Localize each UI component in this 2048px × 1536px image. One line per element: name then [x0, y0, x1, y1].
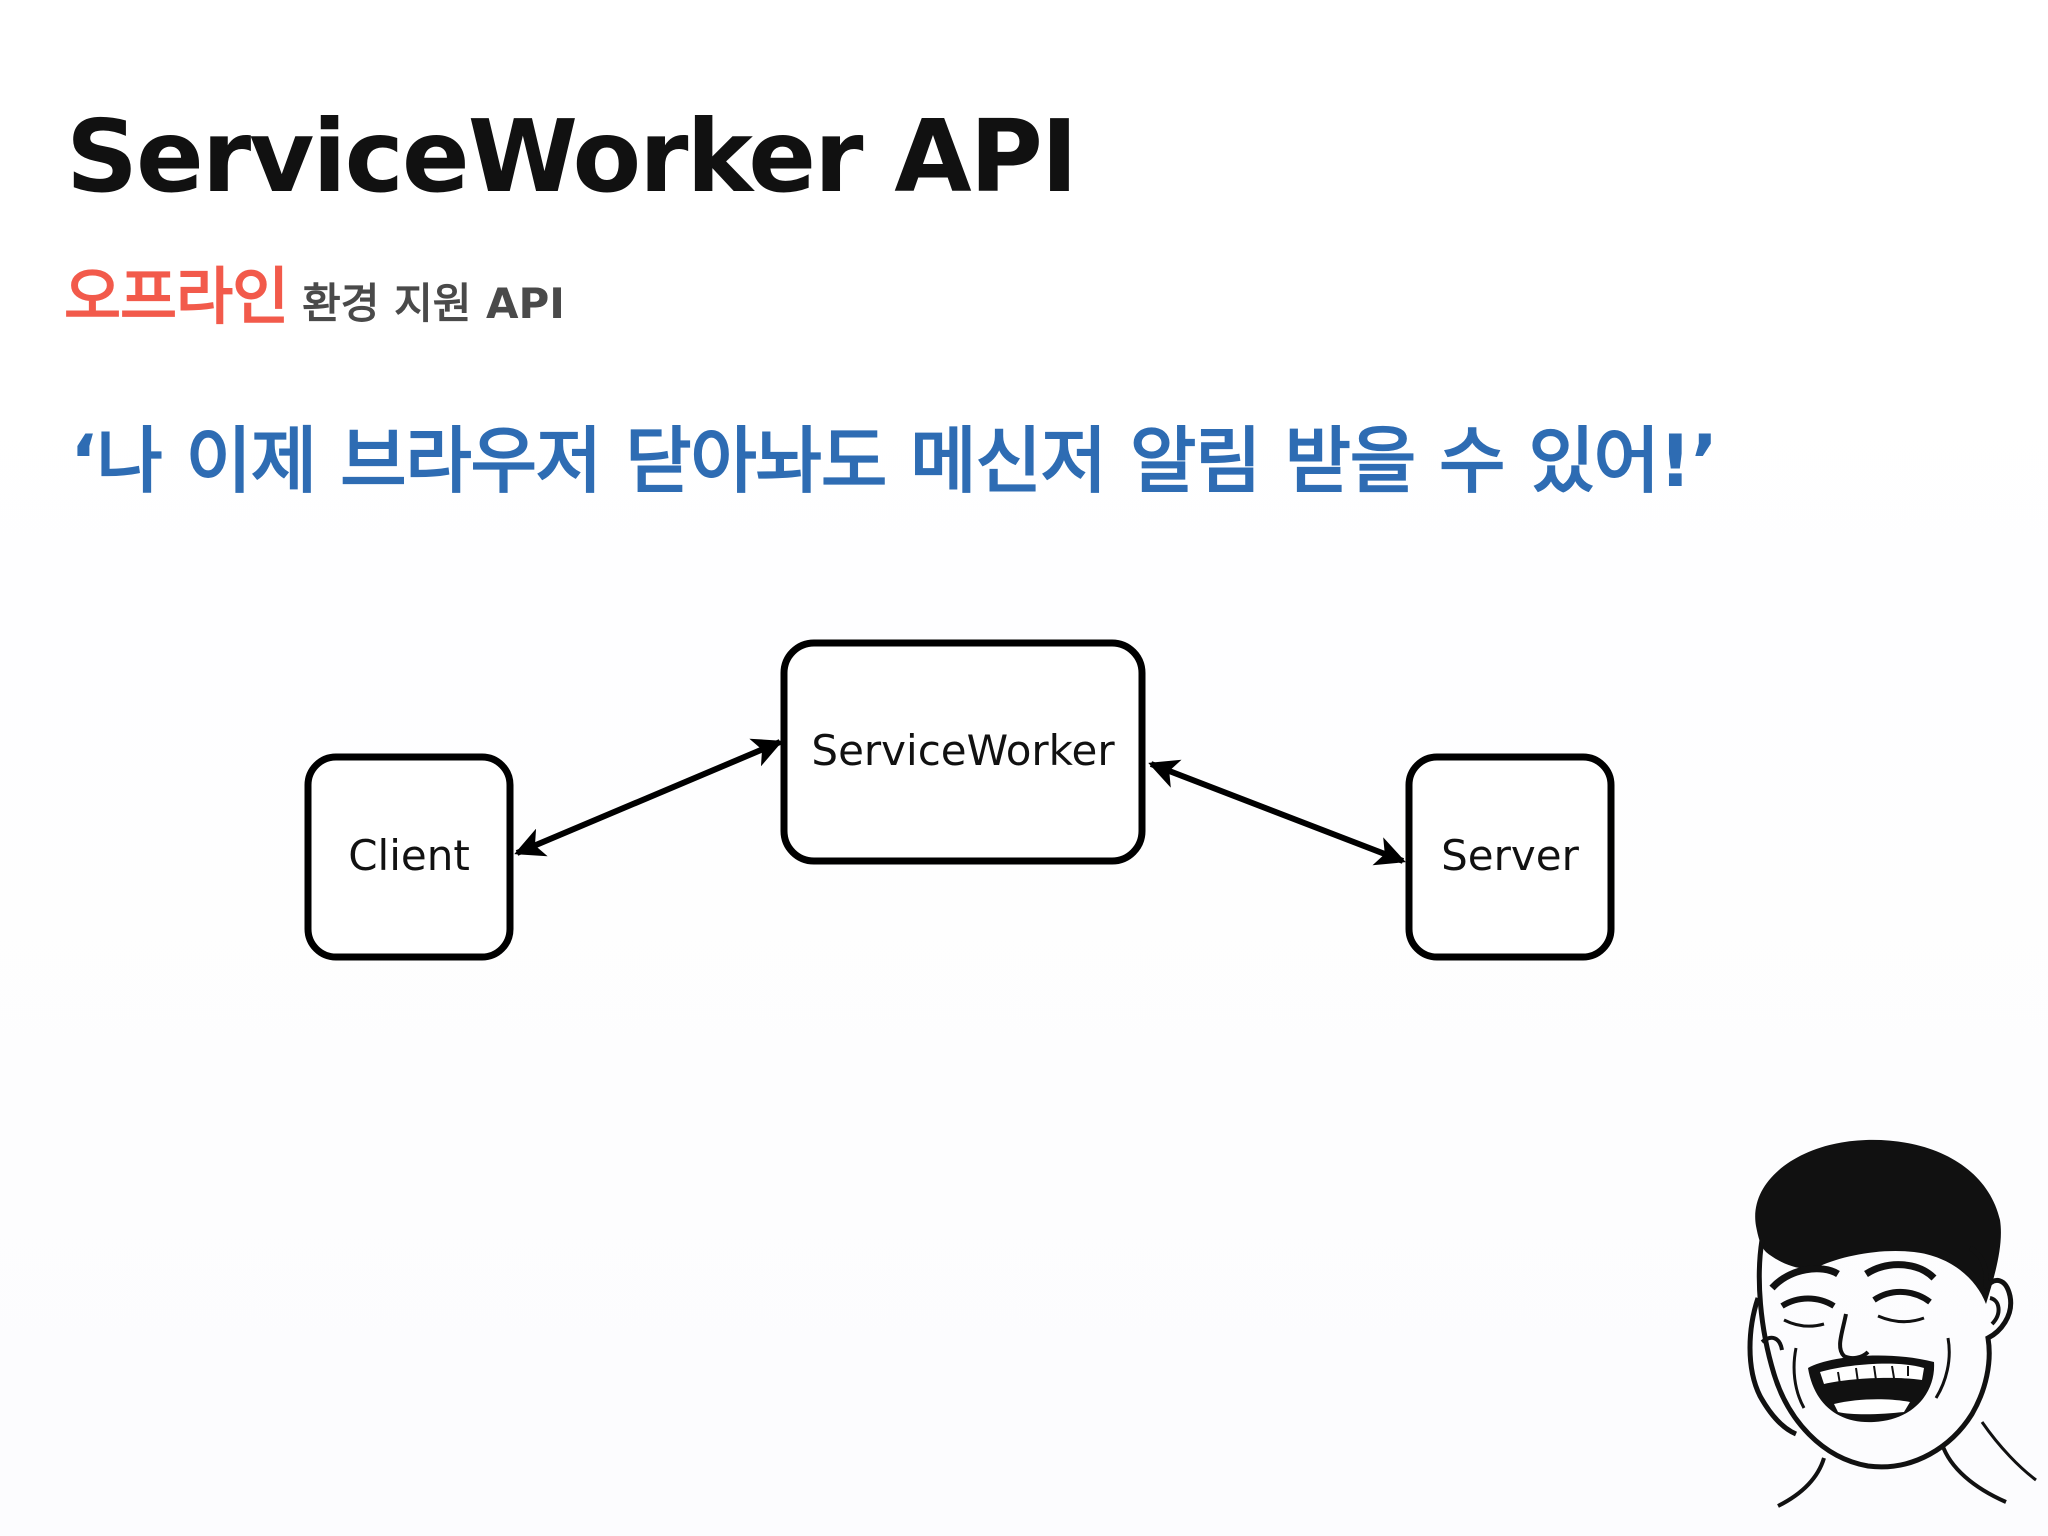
edge-serviceworker-server-arrow: [1148, 759, 1406, 866]
client-node-box: [304, 753, 514, 961]
client-node: Client: [304, 753, 514, 961]
laughing-meme-face-icon: [1747, 1139, 2037, 1508]
quote-text: ‘나 이제 브라우저 닫아놔도 메신저 알림 받을 수 있어!’: [70, 419, 1718, 503]
server-node-label: Server: [1441, 831, 1579, 880]
slide-subtitle: 오프라인 환경 지원 API: [64, 246, 565, 336]
client-node-label: Client: [348, 831, 470, 880]
server-node-box: [1405, 753, 1615, 961]
service-worker-node-box: [780, 639, 1146, 865]
slide-title: ServiceWorker API: [66, 98, 1078, 215]
edge-client-serviceworker-arrow: [514, 738, 783, 857]
server-node: Server: [1405, 753, 1615, 961]
service-worker-node-label: ServiceWorker: [811, 726, 1115, 775]
subtitle-rest: 환경 지원 API: [302, 279, 565, 328]
subtitle-accent: 오프라인: [64, 260, 289, 333]
service-worker-node: ServiceWorker: [780, 639, 1146, 865]
